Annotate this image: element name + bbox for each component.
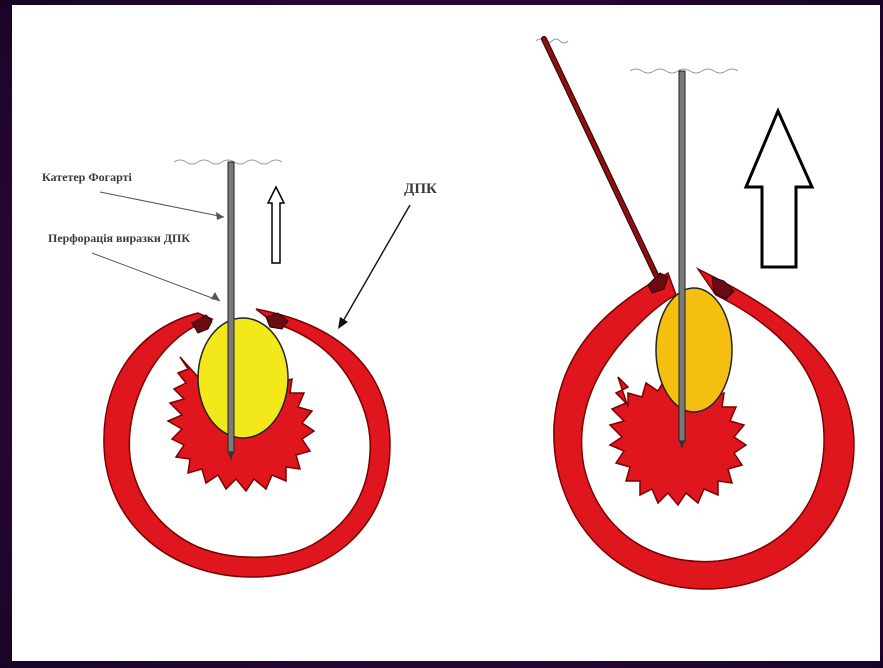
probe-wavy-line — [536, 39, 568, 43]
perforation-label: Перфорація виразки ДПК — [48, 231, 190, 246]
duodenum-label: ДПК — [404, 181, 437, 198]
left-catheter — [228, 162, 234, 452]
perforation-leader-arrowhead — [211, 292, 220, 301]
up-arrow-icon — [268, 187, 284, 263]
catheter-label: Катетер Фогарті — [42, 170, 132, 185]
right-balloon — [656, 288, 732, 412]
perforation-leader-line — [92, 253, 220, 301]
dpk-leader-line — [342, 205, 410, 323]
probe-rod-fill — [544, 39, 656, 275]
catheter-leader-arrowhead — [216, 212, 224, 220]
right-catheter — [679, 71, 685, 441]
catheter-leader-line — [100, 192, 224, 217]
left-balloon — [198, 318, 288, 438]
slide-canvas: Катетер Фогарті Перфорація виразки ДПК Д… — [12, 5, 880, 661]
left-diagram — [92, 160, 410, 577]
dpk-leader-arrowhead — [338, 317, 348, 329]
up-arrow-icon — [746, 111, 812, 267]
right-diagram — [536, 39, 854, 589]
diagram — [12, 5, 880, 661]
